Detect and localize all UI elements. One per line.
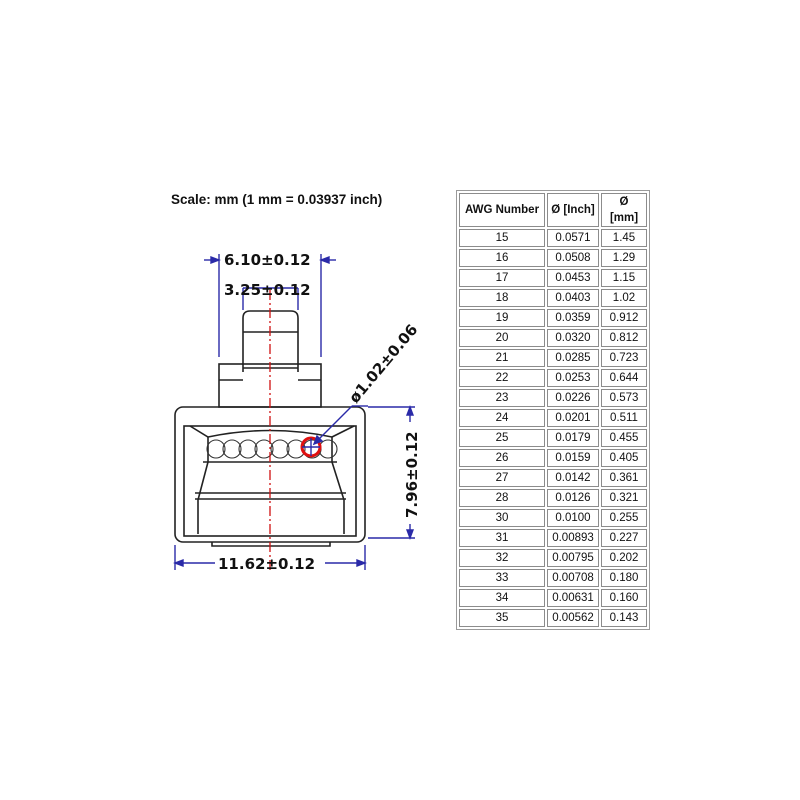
cell-mm: 1.29 [601, 249, 647, 267]
cell-awg: 30 [459, 509, 545, 527]
cell-mm: 0.455 [601, 429, 647, 447]
cell-awg: 15 [459, 229, 545, 247]
cell-inch: 0.0253 [547, 369, 599, 387]
cell-awg: 33 [459, 569, 545, 587]
cell-mm: 0.180 [601, 569, 647, 587]
cell-awg: 16 [459, 249, 545, 267]
cell-mm: 0.723 [601, 349, 647, 367]
cell-mm: 0.912 [601, 309, 647, 327]
header-diameter-inch: Ø [Inch] [547, 193, 599, 227]
cell-awg: 27 [459, 469, 545, 487]
cell-awg: 28 [459, 489, 545, 507]
cell-awg: 18 [459, 289, 545, 307]
dim-inner-top-width: 3.25±0.12 [224, 281, 311, 299]
cell-awg: 17 [459, 269, 545, 287]
cell-mm: 0.255 [601, 509, 647, 527]
dim-height: 7.96±0.12 [403, 431, 421, 518]
cell-inch: 0.0226 [547, 389, 599, 407]
table-header-row: AWG Number Ø [Inch] Ø [mm] [459, 193, 647, 227]
cell-inch: 0.00562 [547, 609, 599, 627]
cell-mm: 0.160 [601, 589, 647, 607]
cell-mm: 0.405 [601, 449, 647, 467]
cell-mm: 0.573 [601, 389, 647, 407]
cell-inch: 0.0320 [547, 329, 599, 347]
cell-mm: 1.15 [601, 269, 647, 287]
cell-inch: 0.0179 [547, 429, 599, 447]
cell-inch: 0.0100 [547, 509, 599, 527]
cell-mm: 0.361 [601, 469, 647, 487]
dim-wire-diameter: ø1.02±0.06 [345, 321, 421, 407]
cell-inch: 0.0508 [547, 249, 599, 267]
dim-bottom-width: 11.62±0.12 [218, 555, 315, 573]
cell-mm: 0.202 [601, 549, 647, 567]
dim-outer-top-width: 6.10±0.12 [224, 251, 311, 269]
cell-awg: 25 [459, 429, 545, 447]
cell-inch: 0.0201 [547, 409, 599, 427]
header-awg-number: AWG Number [459, 193, 545, 227]
cell-inch: 0.0571 [547, 229, 599, 247]
cell-mm: 1.45 [601, 229, 647, 247]
cell-mm: 1.02 [601, 289, 647, 307]
cell-inch: 0.00631 [547, 589, 599, 607]
cell-mm: 0.227 [601, 529, 647, 547]
cell-mm: 0.511 [601, 409, 647, 427]
cell-mm: 0.644 [601, 369, 647, 387]
cell-inch: 0.00893 [547, 529, 599, 547]
cell-mm: 0.321 [601, 489, 647, 507]
cell-awg: 20 [459, 329, 545, 347]
dimension-lines [173, 254, 415, 570]
cell-awg: 26 [459, 449, 545, 467]
cell-awg: 19 [459, 309, 545, 327]
cell-awg: 34 [459, 589, 545, 607]
cell-mm: 0.812 [601, 329, 647, 347]
cell-awg: 35 [459, 609, 545, 627]
cell-inch: 0.0142 [547, 469, 599, 487]
cell-inch: 0.0403 [547, 289, 599, 307]
header-diameter-mm: Ø [mm] [601, 193, 647, 227]
cell-inch: 0.0159 [547, 449, 599, 467]
cell-mm: 0.143 [601, 609, 647, 627]
cell-inch: 0.0285 [547, 349, 599, 367]
cell-awg: 32 [459, 549, 545, 567]
cell-inch: 0.0126 [547, 489, 599, 507]
scale-title: Scale: mm (1 mm = 0.03937 inch) [171, 192, 383, 207]
cell-awg: 21 [459, 349, 545, 367]
cell-awg: 23 [459, 389, 545, 407]
cell-awg: 22 [459, 369, 545, 387]
cell-inch: 0.00795 [547, 549, 599, 567]
cell-awg: 31 [459, 529, 545, 547]
cell-inch: 0.0359 [547, 309, 599, 327]
cell-inch: 0.00708 [547, 569, 599, 587]
cell-inch: 0.0453 [547, 269, 599, 287]
cell-awg: 24 [459, 409, 545, 427]
